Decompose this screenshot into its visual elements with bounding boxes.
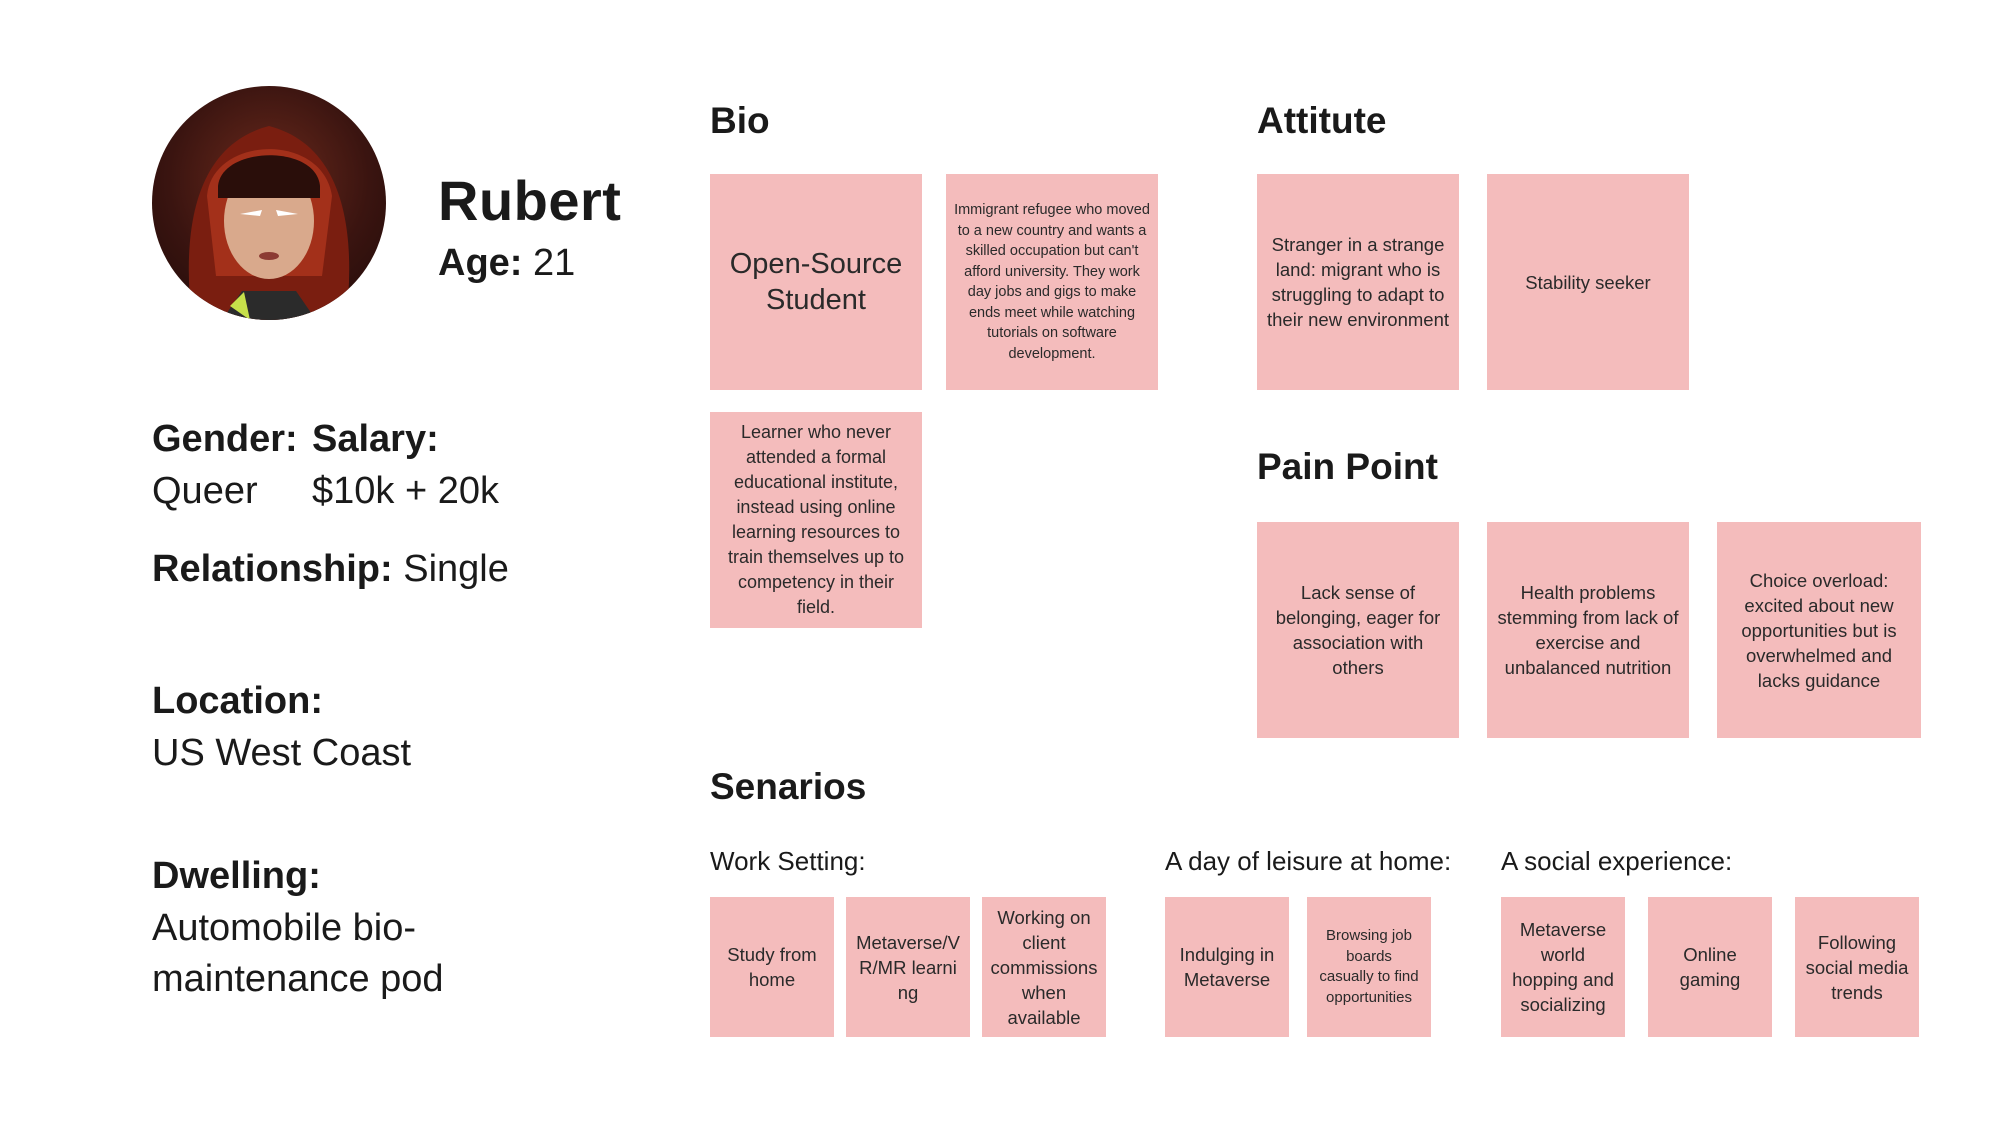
pain-point-note-3: Choice overload: excited about new oppor… (1717, 522, 1921, 738)
bio-note-1: Open-Source Student (710, 174, 922, 390)
pain-point-note-1: Lack sense of belonging, eager for assoc… (1257, 522, 1459, 738)
dwelling-value-line2: maintenance pod (152, 958, 444, 1000)
scenario-group-leisure-label: A day of leisure at home: (1165, 846, 1452, 876)
persona-age: Age: 21 (438, 242, 575, 285)
salary-label: Salary: (312, 418, 439, 460)
gender-value: Queer (152, 470, 258, 512)
pain-point-note-2: Health problems stemming from lack of ex… (1487, 522, 1689, 738)
bio-note-3: Learner who never attended a formal educ… (710, 412, 922, 628)
dwelling-value: Automobile bio- maintenance pod (152, 903, 444, 1005)
relationship-row: Relationship: Single (152, 548, 509, 591)
scenario-work-note-2: Metaverse/VR/MR learning (846, 897, 970, 1037)
attitude-note-2: Stability seeker (1487, 174, 1689, 390)
age-label: Age: (438, 242, 523, 284)
scenario-work-note-1: Study from home (710, 897, 834, 1037)
location-value: US West Coast (152, 732, 412, 774)
location-label: Location: (152, 680, 323, 722)
pain-point-title: Pain Point (1257, 446, 1438, 487)
scenario-group-social-label: A social experience: (1501, 846, 1733, 876)
attitude-title: Attitute (1257, 100, 1387, 141)
bio-title: Bio (710, 100, 770, 141)
scenarios-title: Senarios (710, 766, 867, 807)
dwelling-label: Dwelling: (152, 855, 321, 897)
relationship-value: Single (403, 548, 509, 590)
scenario-leisure-note-2: Browsing job boards casually to find opp… (1307, 897, 1431, 1037)
scenario-social-note-3: Following social media trends (1795, 897, 1919, 1037)
scenario-social-note-1: Metaverse world hopping and socializing (1501, 897, 1625, 1037)
salary-value: $10k + 20k (312, 470, 499, 512)
avatar (152, 86, 386, 320)
scenario-group-work-label: Work Setting: (710, 846, 866, 876)
persona-name: Rubert (438, 169, 622, 232)
dwelling-value-line1: Automobile bio- (152, 907, 417, 949)
age-value: 21 (533, 242, 576, 284)
scenario-leisure-note-1: Indulging in Metaverse (1165, 897, 1289, 1037)
relationship-label: Relationship: (152, 548, 393, 590)
avatar-portrait-image (188, 126, 350, 320)
attitude-note-1: Stranger in a strange land: migrant who … (1257, 174, 1459, 390)
scenario-social-note-2: Online gaming (1648, 897, 1772, 1037)
scenario-work-note-3: Working on client commissions when avail… (982, 897, 1106, 1037)
gender-label: Gender: (152, 418, 298, 460)
bio-note-2: Immigrant refugee who moved to a new cou… (946, 174, 1158, 390)
